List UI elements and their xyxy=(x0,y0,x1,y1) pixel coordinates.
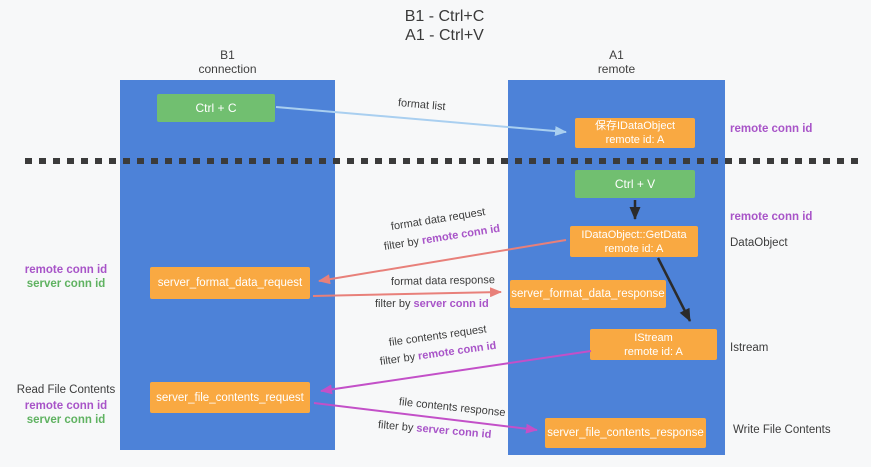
filter-by-text-1: filter by xyxy=(383,235,423,253)
ctrl-c-label: Ctrl + C xyxy=(195,101,237,115)
server-format-data-response-box: server_format_data_response xyxy=(510,280,666,308)
lifeline-header-a1: A1 remote xyxy=(508,48,725,76)
lifeline-header-b1: B1 connection xyxy=(120,48,335,76)
save-idataobject-box: 保存IDataObject remote id: A xyxy=(575,118,695,148)
ctrl-v-box: Ctrl + V xyxy=(575,170,695,198)
server-format-data-request-box: server_format_data_request xyxy=(150,267,310,299)
filter-by-text-4: filter by xyxy=(377,419,417,435)
left-remote-conn-id-2: remote conn id xyxy=(24,400,108,412)
istream-line2: remote id: A xyxy=(624,345,683,358)
title-line-1: B1 - Ctrl+C xyxy=(404,8,485,25)
diagram-title: B1 - Ctrl+C A1 - Ctrl+V xyxy=(0,7,871,45)
format-data-response-filter-label: filter by server conn id xyxy=(375,298,489,310)
filter-server-conn-id-1: server conn id xyxy=(413,298,489,310)
left-conn-id-group-2: remote conn id server conn id xyxy=(15,399,117,427)
phase-separator-dashed-line xyxy=(25,158,858,164)
filter-server-conn-id-2: server conn id xyxy=(415,422,492,441)
title-line-2: A1 - Ctrl+V xyxy=(405,27,484,44)
server-file-contents-response-box: server_file_contents_response xyxy=(545,418,706,448)
getdata-line1: IDataObject::GetData xyxy=(581,228,687,241)
server-file-contents-response-label: server_file_contents_response xyxy=(547,427,704,439)
getdata-line2: remote id: A xyxy=(604,242,664,255)
idataobject-getdata-box: IDataObject::GetData remote id: A xyxy=(570,226,698,257)
arrow-format-data-response xyxy=(312,287,502,298)
lifeline-a1-role: remote xyxy=(597,62,636,76)
ctrl-c-box: Ctrl + C xyxy=(157,94,275,122)
left-conn-id-group-1: remote conn id server conn id xyxy=(15,263,117,291)
left-server-conn-id-2: server conn id xyxy=(26,414,106,426)
server-file-contents-request-label: server_file_contents_request xyxy=(156,391,304,404)
istream-line1: IStream xyxy=(634,331,673,344)
lifeline-a1-name: A1 xyxy=(609,48,624,62)
save-idataobject-line2: remote id: A xyxy=(605,134,665,146)
remote-conn-id-annotation-mid: remote conn id xyxy=(730,211,813,223)
format-list-arrow-label: format list xyxy=(397,97,447,114)
server-file-contents-request-box: server_file_contents_request xyxy=(150,382,310,413)
filter-by-text-3: filter by xyxy=(379,350,419,368)
format-data-response-arrow-label: format data response xyxy=(390,274,496,288)
remote-conn-id-annotation-top: remote conn id xyxy=(730,123,813,135)
write-file-contents-annotation: Write File Contents xyxy=(733,424,831,436)
istream-annotation: Istream xyxy=(730,342,769,354)
server-format-data-request-label: server_format_data_request xyxy=(157,277,303,289)
left-server-conn-id-1: server conn id xyxy=(26,278,106,290)
istream-box: IStream remote id: A xyxy=(590,329,717,360)
file-contents-response-arrow-label: file contents response xyxy=(398,396,507,420)
lifeline-b1-role: connection xyxy=(198,62,257,76)
lifeline-b1-name: B1 xyxy=(220,48,235,62)
filter-by-text-2: filter by xyxy=(375,298,414,310)
file-contents-response-filter-label: filter by server conn id xyxy=(377,419,491,441)
save-idataobject-line1: 保存IDataObject xyxy=(594,120,676,132)
dataobject-annotation: DataObject xyxy=(730,237,788,249)
ctrl-v-label: Ctrl + V xyxy=(614,177,656,191)
read-file-contents-annotation: Read File Contents xyxy=(16,384,116,396)
server-format-data-response-label: server_format_data_response xyxy=(511,288,665,300)
left-remote-conn-id-1: remote conn id xyxy=(24,264,108,276)
